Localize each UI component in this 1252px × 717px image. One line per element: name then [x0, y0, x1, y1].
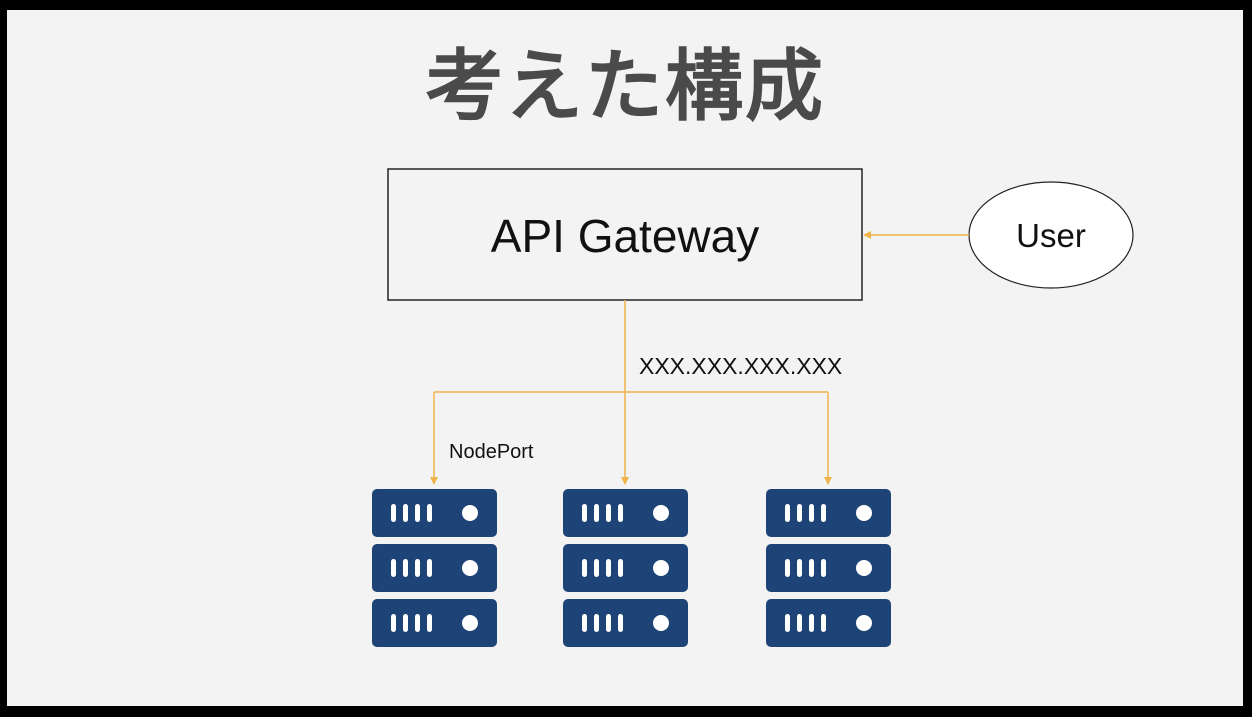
- server-vent-bar: [582, 559, 587, 577]
- server-status-light: [653, 560, 669, 576]
- server-vent-bar: [403, 614, 408, 632]
- server-group-right[interactable]: [766, 489, 891, 647]
- api-gateway-label: API Gateway: [491, 210, 759, 262]
- server-vent-bar: [797, 504, 802, 522]
- server-vent-bar: [821, 504, 826, 522]
- architecture-diagram: API Gateway User XXX.XXX.XXX.XXX NodePor…: [372, 168, 1134, 647]
- server-unit-icon: [563, 489, 688, 537]
- server-vent-bar: [606, 559, 611, 577]
- server-vent-bar: [618, 504, 623, 522]
- server-vent-bar: [821, 614, 826, 632]
- server-vent-bar: [403, 559, 408, 577]
- server-vent-bar: [809, 614, 814, 632]
- server-vent-bar: [821, 559, 826, 577]
- server-vent-bar: [391, 504, 396, 522]
- server-unit-body: [372, 544, 497, 592]
- server-vent-bar: [582, 504, 587, 522]
- server-vent-bar: [415, 614, 420, 632]
- server-vent-bar: [797, 559, 802, 577]
- server-vent-bar: [594, 614, 599, 632]
- server-unit-icon: [766, 599, 891, 647]
- server-status-light: [462, 615, 478, 631]
- server-unit-icon: [563, 599, 688, 647]
- server-unit-body: [766, 599, 891, 647]
- server-unit-body: [563, 489, 688, 537]
- server-vent-bar: [785, 504, 790, 522]
- server-vent-bar: [785, 614, 790, 632]
- server-vent-bar: [415, 504, 420, 522]
- server-vent-bar: [606, 504, 611, 522]
- server-vent-bar: [618, 559, 623, 577]
- server-vent-bar: [427, 504, 432, 522]
- server-status-light: [653, 615, 669, 631]
- server-vent-bar: [415, 559, 420, 577]
- server-unit-body: [372, 489, 497, 537]
- server-group-center[interactable]: [563, 489, 688, 647]
- server-unit-icon: [766, 489, 891, 537]
- server-unit-body: [766, 544, 891, 592]
- server-unit-icon: [372, 544, 497, 592]
- server-vent-bar: [594, 559, 599, 577]
- api-gateway-node[interactable]: API Gateway: [387, 168, 863, 301]
- slide: 考えた構成 API Gateway User XXX.XXX.XXX.XXX N…: [7, 10, 1243, 706]
- server-vent-bar: [809, 504, 814, 522]
- slide-title: 考えた構成: [424, 42, 825, 132]
- server-vent-bar: [809, 559, 814, 577]
- server-vent-bar: [594, 504, 599, 522]
- server-unit-body: [563, 599, 688, 647]
- server-unit-body: [563, 544, 688, 592]
- user-node[interactable]: User: [968, 181, 1134, 289]
- server-status-light: [462, 505, 478, 521]
- user-label: User: [1016, 217, 1086, 254]
- server-status-light: [856, 505, 872, 521]
- ip-address-label: XXX.XXX.XXX.XXX: [639, 353, 842, 379]
- server-vent-bar: [582, 614, 587, 632]
- server-vent-bar: [427, 559, 432, 577]
- nodeport-label: NodePort: [449, 441, 534, 463]
- server-vent-bar: [618, 614, 623, 632]
- api-gateway-box: [387, 168, 863, 301]
- server-status-light: [462, 560, 478, 576]
- server-unit-icon: [766, 544, 891, 592]
- server-vent-bar: [427, 614, 432, 632]
- server-groups: [372, 489, 891, 647]
- server-vent-bar: [785, 559, 790, 577]
- server-group-left[interactable]: [372, 489, 497, 647]
- server-unit-icon: [372, 489, 497, 537]
- server-vent-bar: [403, 504, 408, 522]
- server-vent-bar: [391, 559, 396, 577]
- server-vent-bar: [606, 614, 611, 632]
- server-unit-body: [766, 489, 891, 537]
- server-unit-icon: [563, 544, 688, 592]
- server-vent-bar: [391, 614, 396, 632]
- server-status-light: [653, 505, 669, 521]
- server-unit-icon: [372, 599, 497, 647]
- server-unit-body: [372, 599, 497, 647]
- server-vent-bar: [797, 614, 802, 632]
- server-status-light: [856, 615, 872, 631]
- server-status-light: [856, 560, 872, 576]
